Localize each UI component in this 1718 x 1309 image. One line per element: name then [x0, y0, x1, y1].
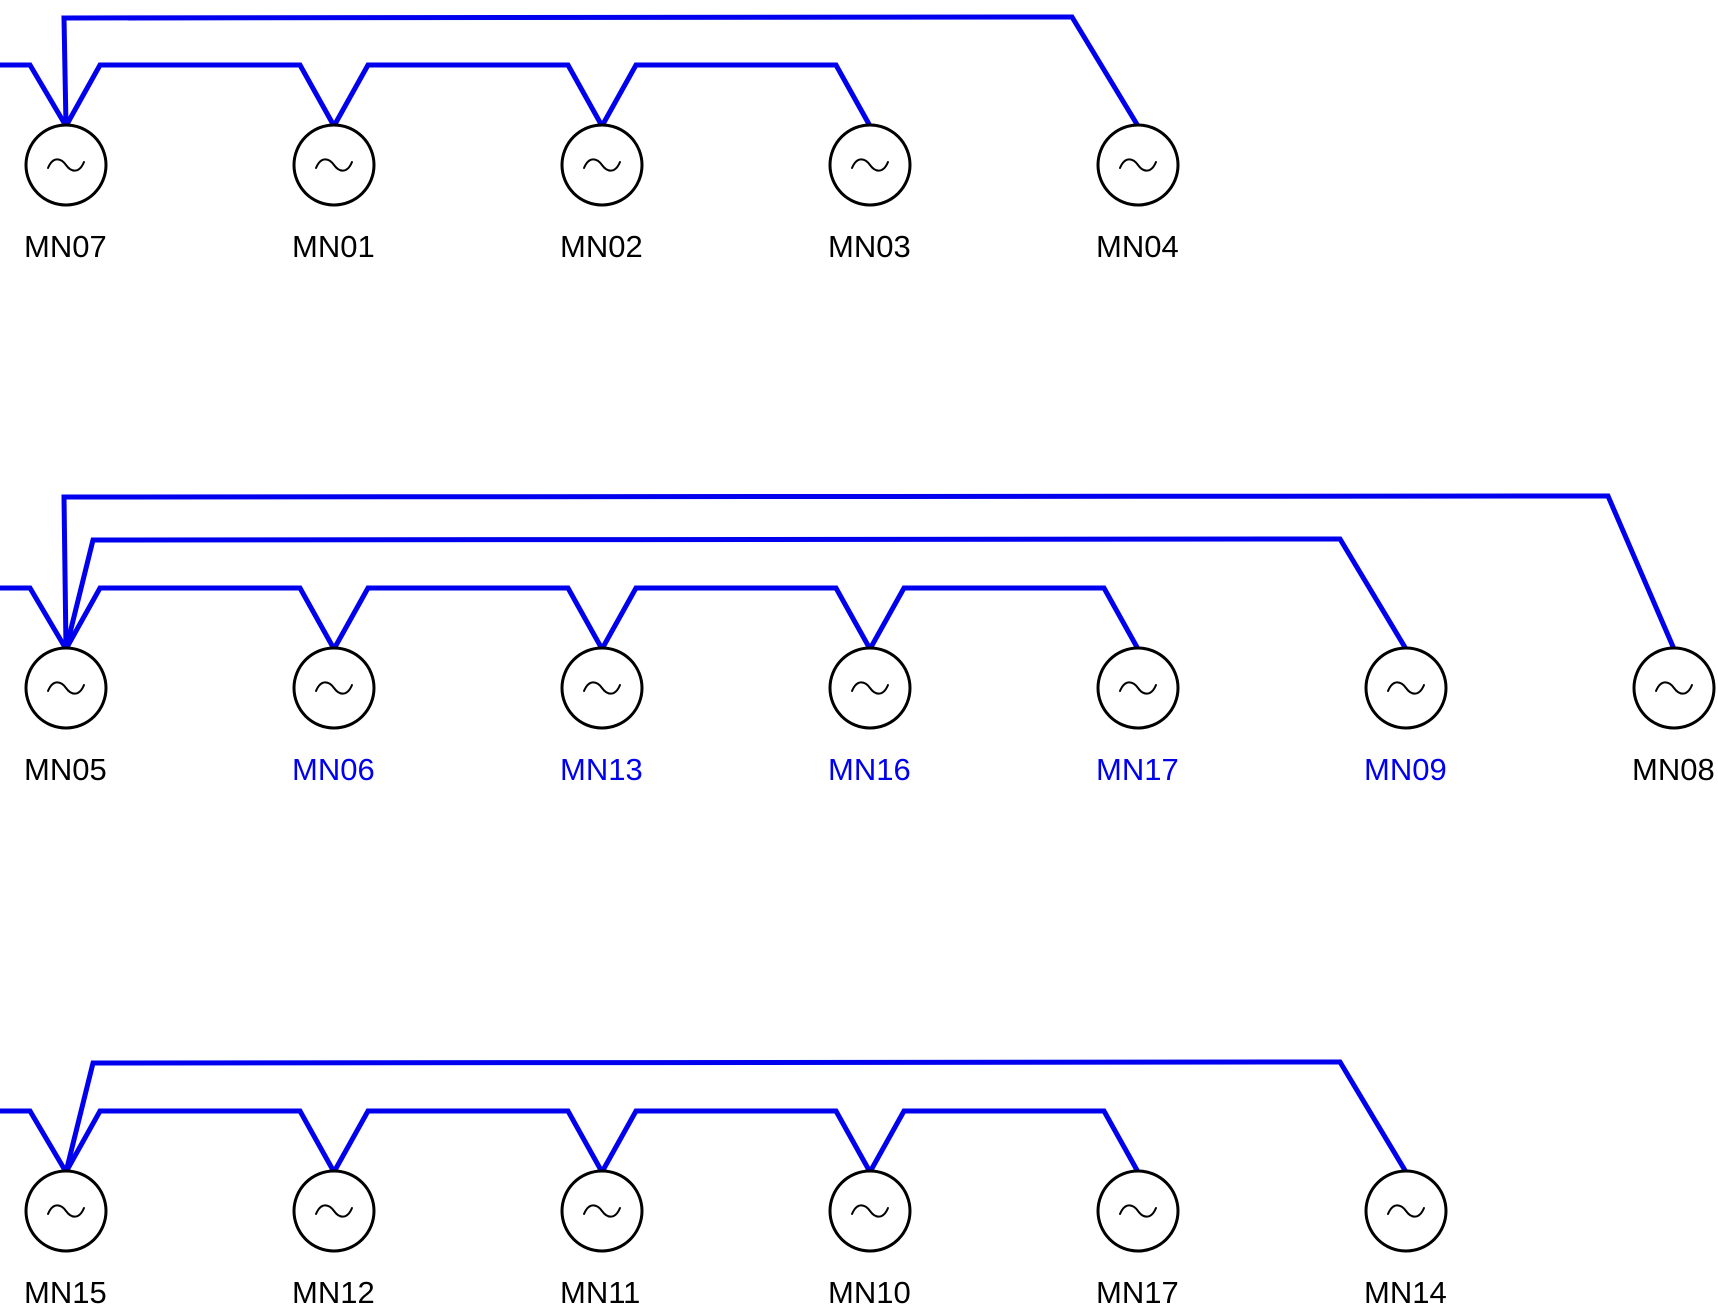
sine-wave-icon: [583, 158, 621, 172]
sine-wave-icon: [315, 1204, 353, 1218]
wire-group: [0, 1059, 1409, 1178]
generator-node-mn08[interactable]: MN08: [1632, 646, 1716, 787]
generator-node-mn03[interactable]: MN03: [828, 123, 912, 264]
generator-row-1: MN07 MN01 MN02 MN03 MN04: [0, 14, 1180, 264]
chain-wire: [0, 62, 873, 132]
sine-wave-icon: [1119, 1204, 1157, 1218]
generator-row-3: MN15 MN12 MN11 MN10 MN17 MN14: [0, 1059, 1448, 1309]
return-wire: [61, 493, 1677, 650]
ac-generator-icon: [560, 1169, 644, 1253]
sine-wave-icon: [1655, 681, 1693, 695]
generator-label: MN04: [1096, 229, 1179, 264]
generator-label: MN14: [1364, 1275, 1447, 1309]
generator-node-mn12[interactable]: MN12: [292, 1169, 376, 1309]
ac-generator-icon: [1364, 646, 1448, 730]
generator-node-mn06[interactable]: MN06: [292, 646, 376, 787]
ac-generator-icon: [1364, 1169, 1448, 1253]
sine-wave-icon: [1119, 681, 1157, 695]
ac-generator-icon: [560, 123, 644, 207]
ac-generator-icon: [828, 646, 912, 730]
generator-node-mn05[interactable]: MN05: [24, 646, 108, 787]
generator-node-mn02[interactable]: MN02: [560, 123, 644, 264]
generator-label: MN15: [24, 1275, 107, 1309]
chain-wire: [0, 1108, 1141, 1178]
wire-group: [0, 493, 1677, 655]
generator-node-mn01[interactable]: MN01: [292, 123, 376, 264]
generator-label: MN03: [828, 229, 911, 264]
generator-node-mn13[interactable]: MN13: [560, 646, 644, 787]
ac-generator-icon: [560, 646, 644, 730]
return-wire: [61, 14, 1141, 128]
ac-generator-icon: [24, 1169, 108, 1253]
generator-node-mn04[interactable]: MN04: [1096, 123, 1180, 264]
generator-row-2: MN05 MN06 MN13 MN16 MN17 MN09 MN08: [0, 493, 1716, 787]
sine-wave-icon: [851, 158, 889, 172]
generator-node-mn10[interactable]: MN10: [828, 1169, 912, 1309]
ac-generator-icon: [828, 123, 912, 207]
ac-generator-icon: [828, 1169, 912, 1253]
ac-generator-icon: [292, 1169, 376, 1253]
return-wire: [63, 1059, 1409, 1174]
generator-label: MN09: [1364, 752, 1447, 787]
generator-label: MN08: [1632, 752, 1715, 787]
generator-label: MN16: [828, 752, 911, 787]
ac-generator-icon: [1096, 123, 1180, 207]
generator-label: MN06: [292, 752, 375, 787]
sine-wave-icon: [47, 158, 85, 172]
sine-wave-icon: [851, 1204, 889, 1218]
generator-label: MN01: [292, 229, 375, 264]
generator-node-mn14[interactable]: MN14: [1364, 1169, 1448, 1309]
generator-node-mn11[interactable]: MN11: [560, 1169, 644, 1309]
generator-label: MN05: [24, 752, 107, 787]
ac-generator-icon: [24, 123, 108, 207]
generator-label: MN17: [1096, 752, 1179, 787]
generator-node-mn07[interactable]: MN07: [24, 123, 108, 264]
generator-label: MN13: [560, 752, 643, 787]
sine-wave-icon: [1387, 681, 1425, 695]
return-wire: [63, 536, 1409, 651]
sine-wave-icon: [1387, 1204, 1425, 1218]
ac-generator-icon: [292, 123, 376, 207]
chain-wire: [0, 585, 1141, 655]
generator-node-mn16[interactable]: MN16: [828, 646, 912, 787]
generator-label: MN12: [292, 1275, 375, 1309]
generator-label: MN10: [828, 1275, 911, 1309]
generator-node-mn15[interactable]: MN15: [24, 1169, 108, 1309]
ac-generator-icon: [1096, 1169, 1180, 1253]
wire-group: [0, 14, 1141, 132]
sine-wave-icon: [583, 1204, 621, 1218]
generator-label: MN07: [24, 229, 107, 264]
ac-generator-icon: [1096, 646, 1180, 730]
sine-wave-icon: [315, 681, 353, 695]
sine-wave-icon: [1119, 158, 1157, 172]
sine-wave-icon: [851, 681, 889, 695]
generator-label: MN02: [560, 229, 643, 264]
generator-node-mn09[interactable]: MN09: [1364, 646, 1448, 787]
generator-node-mn17[interactable]: MN17: [1096, 1169, 1180, 1309]
ac-generator-icon: [24, 646, 108, 730]
ac-generator-icon: [1632, 646, 1716, 730]
generator-node-mn17[interactable]: MN17: [1096, 646, 1180, 787]
sine-wave-icon: [47, 1204, 85, 1218]
sine-wave-icon: [583, 681, 621, 695]
sine-wave-icon: [47, 681, 85, 695]
sine-wave-icon: [315, 158, 353, 172]
generator-label: MN11: [560, 1275, 640, 1309]
generator-label: MN17: [1096, 1275, 1179, 1309]
ac-generator-icon: [292, 646, 376, 730]
